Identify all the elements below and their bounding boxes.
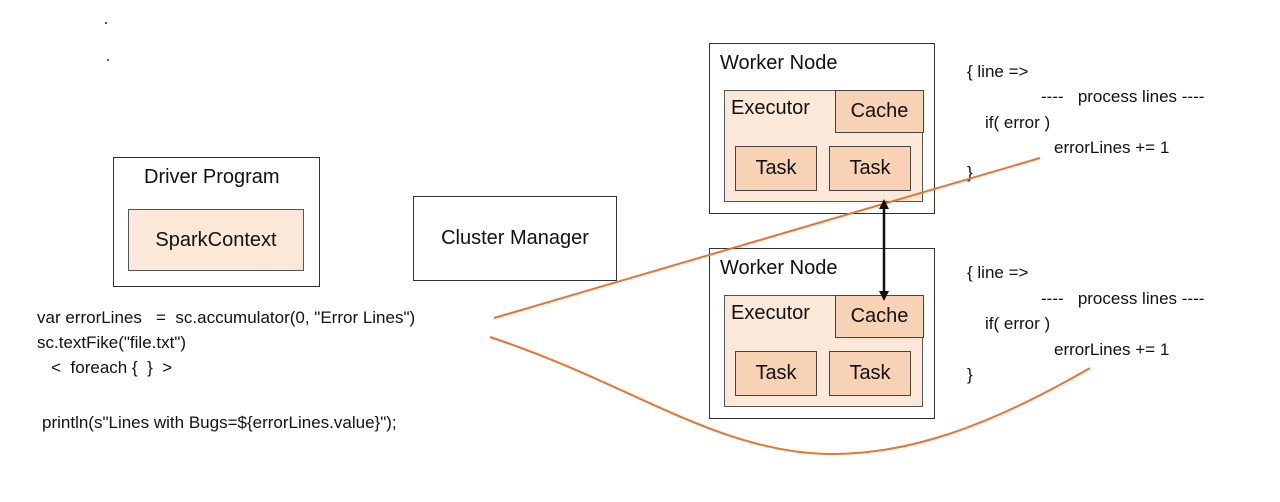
stray-dot <box>105 22 107 24</box>
task-label: Task <box>755 157 797 179</box>
spark-context-box: SparkContext <box>128 209 304 271</box>
worker-code-line: if( error ) <box>985 113 1051 132</box>
executor-box: Executor Cache Task Task <box>724 90 924 202</box>
driver-code-line: var errorLines = sc.accumulator(0, "Erro… <box>37 308 416 327</box>
task-label: Task <box>755 362 797 384</box>
worker-code-line: if( error ) <box>985 314 1051 333</box>
worker-code-line: } <box>967 163 973 182</box>
task-box: Task <box>735 351 817 396</box>
cache-label: Cache <box>850 305 909 327</box>
executor-label: Executor <box>731 302 810 324</box>
driver-code-line: < foreach { } > <box>37 358 173 377</box>
cache-box: Cache <box>835 295 924 338</box>
task-box: Task <box>735 146 817 191</box>
driver-program-title: Driver Program <box>144 166 280 188</box>
worker-code-line: errorLines += 1 <box>1054 138 1170 157</box>
driver-program-box: Driver Program SparkContext <box>113 157 320 287</box>
task-box: Task <box>829 146 911 191</box>
stray-dot <box>107 59 109 61</box>
cache-label: Cache <box>850 100 909 122</box>
executor-box: Executor Cache Task Task <box>724 295 924 407</box>
worker-node-top: Worker Node Executor Cache Task Task <box>709 43 935 214</box>
driver-code-line: sc.textFike("file.txt") <box>37 333 187 352</box>
executor-label: Executor <box>731 97 810 119</box>
accumulator-line-top <box>493 157 1041 319</box>
worker-code-line: } <box>967 365 973 384</box>
worker-code-line: errorLines += 1 <box>1054 340 1170 359</box>
task-label: Task <box>849 362 891 384</box>
worker-code-line: { line => <box>967 263 1029 282</box>
task-box: Task <box>829 351 911 396</box>
task-label: Task <box>849 157 891 179</box>
cluster-manager-box: Cluster Manager <box>413 196 617 281</box>
cache-box: Cache <box>835 90 924 133</box>
worker-code-line: ---- process lines ---- <box>1041 87 1205 106</box>
driver-code-line: println(s"Lines with Bugs=${errorLines.v… <box>42 413 397 432</box>
worker-code-line: { line => <box>967 62 1029 81</box>
worker-node-title: Worker Node <box>720 257 838 279</box>
spark-context-label: SparkContext <box>155 228 277 251</box>
worker-node-bottom: Worker Node Executor Cache Task Task <box>709 248 935 419</box>
cluster-manager-label: Cluster Manager <box>441 227 589 249</box>
worker-node-title: Worker Node <box>720 52 838 74</box>
accumulator-line-bottom <box>489 336 1091 455</box>
worker-code-line: ---- process lines ---- <box>1041 289 1205 308</box>
